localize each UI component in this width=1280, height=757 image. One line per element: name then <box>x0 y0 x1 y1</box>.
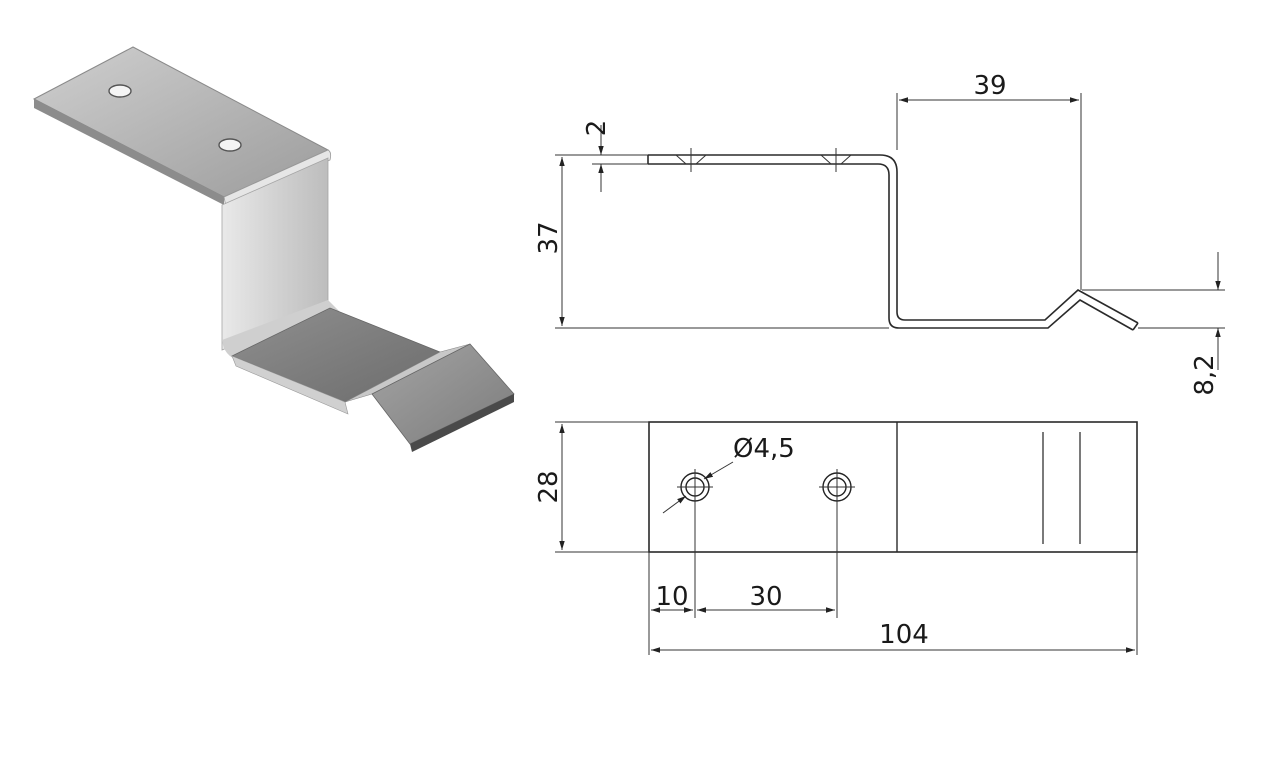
dim-total-length-label: 104 <box>879 620 929 650</box>
bracket-hole-1 <box>108 84 132 98</box>
bracket-hole-2 <box>218 138 242 152</box>
bracket-hook-edge <box>410 394 514 452</box>
dim-width-label: 28 <box>534 470 564 503</box>
bracket-top-edge <box>34 99 224 205</box>
dim-hole-value: 4,5 <box>753 434 794 464</box>
diameter-symbol: Ø <box>733 434 753 464</box>
side-profile-tip <box>1132 322 1139 331</box>
dim-hook-length-label: 39 <box>973 71 1006 101</box>
dim-hole-offset-label: 10 <box>655 582 688 612</box>
dim-hole-spacing-label: 30 <box>749 582 782 612</box>
hole-2 <box>819 469 855 505</box>
hole-1 <box>677 469 713 505</box>
bracket-bottom-edge <box>231 355 349 415</box>
bracket-lower-bend <box>222 300 340 360</box>
side-hole-marks <box>675 148 852 172</box>
dim-height-label: 37 <box>534 221 564 254</box>
dim-hole-leader-in <box>662 495 687 514</box>
dim-hook-rise-label: 8,2 <box>1190 354 1220 395</box>
dim-thickness-label: 2 <box>582 120 612 137</box>
side-view: 2 37 39 8,2 <box>534 71 1225 396</box>
top-view-outline <box>648 421 1138 553</box>
side-profile-inner <box>648 163 1134 331</box>
isometric-bracket-view <box>32 46 515 452</box>
top-view: Ø4,5 28 10 30 104 <box>534 421 1138 655</box>
dim-hole-leader-out <box>703 461 734 480</box>
dim-hole-label: Ø4,5 <box>733 434 795 464</box>
side-profile-outer <box>648 154 1139 324</box>
